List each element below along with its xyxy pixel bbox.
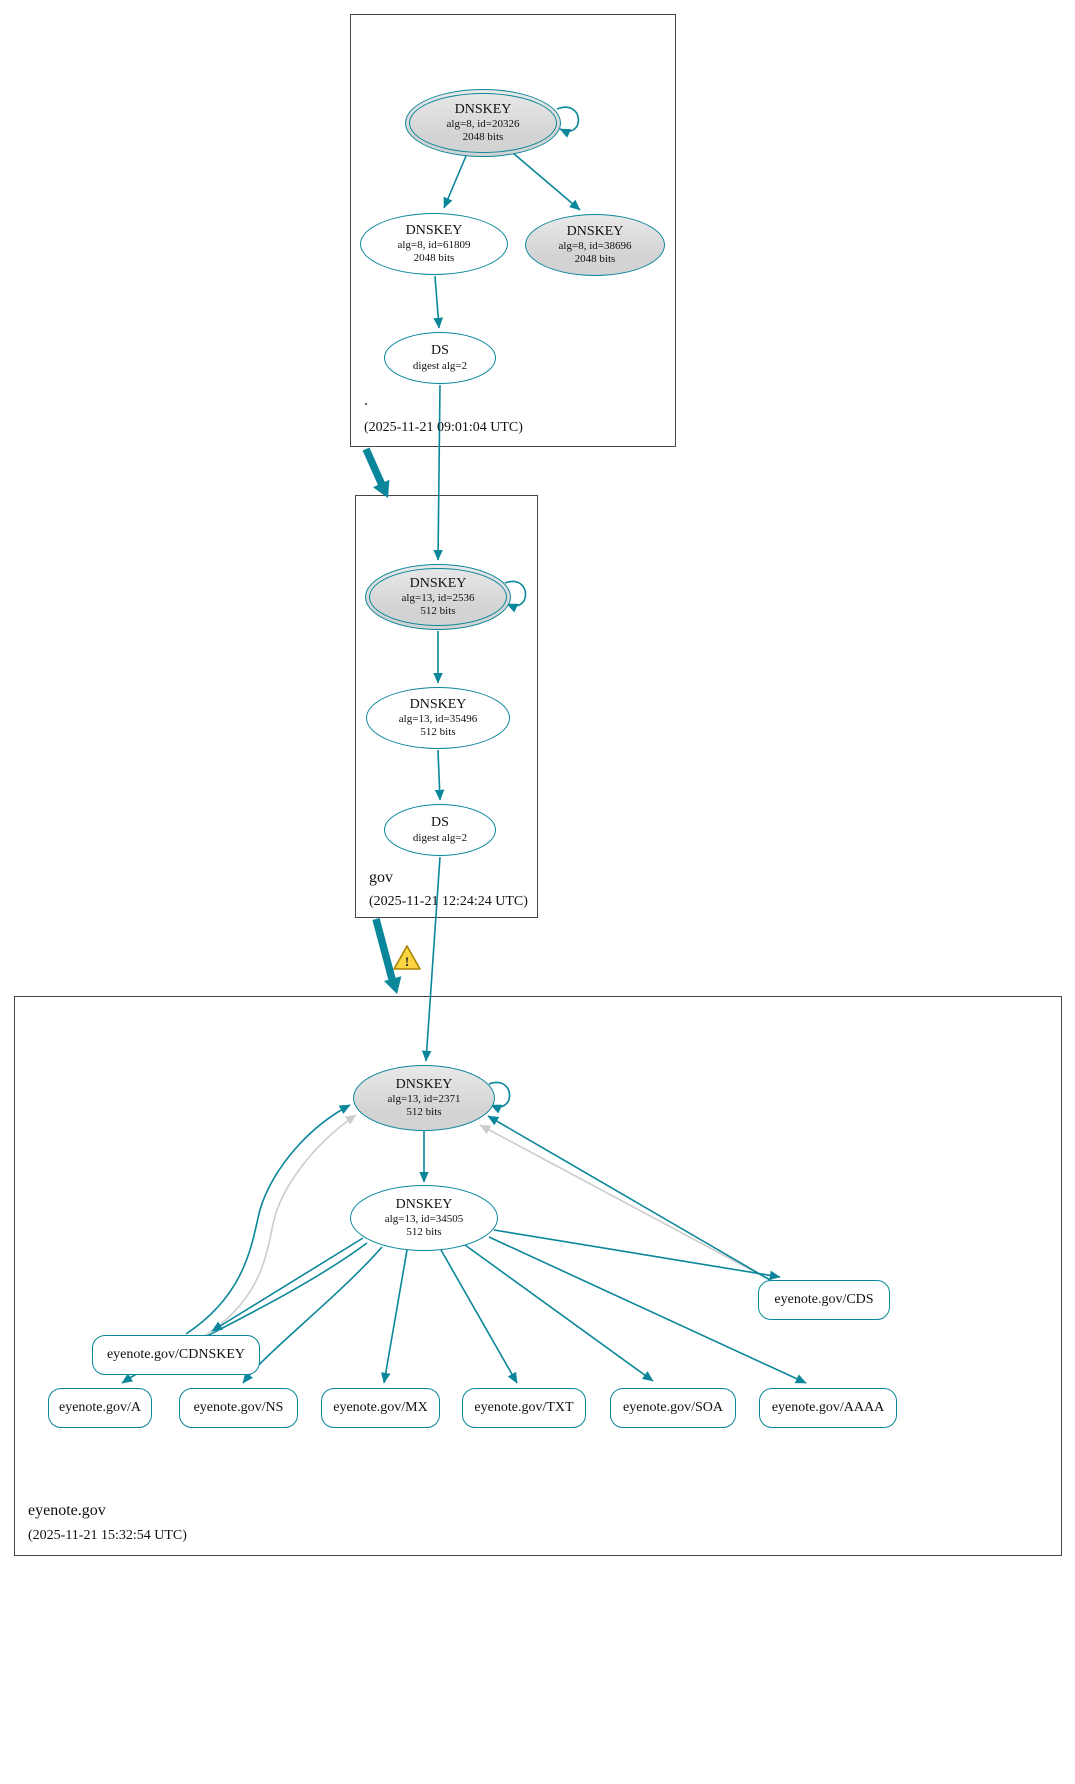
ds-gov[interactable]: DS digest alg=2 [384, 804, 496, 856]
dnskey-eyenote-ksk-2371[interactable]: DNSKEY alg=13, id=2371 512 bits [353, 1065, 495, 1131]
rrset-eyenote-soa[interactable]: eyenote.gov/SOA [610, 1388, 736, 1428]
edge-cdnskey-to-ksk-gray [203, 1114, 357, 1337]
edge-zsk-to-aaaa [488, 1236, 807, 1384]
edge-zsk-to-txt [440, 1249, 518, 1384]
warning-icon[interactable]: ! [393, 945, 421, 970]
dnskey-title: DNSKEY [395, 1076, 453, 1092]
edge-gov-ksk-selfsign [504, 580, 527, 613]
edge-zsk-to-soa [464, 1244, 654, 1382]
ds-title: DS [431, 343, 449, 359]
dnskey-detail: alg=8, id=61809 [397, 239, 471, 252]
dnskey-title: DNSKEY [409, 696, 467, 712]
edge-delegation-gov-eyenote [372, 918, 396, 980]
edge-root-ksk-to-ksk2 [512, 152, 581, 211]
zone-timestamp-gov: (2025-11-21 12:24:24 UTC) [369, 894, 528, 909]
edge-zsk-to-cds [493, 1229, 781, 1281]
edge-delegation-root-gov [362, 447, 386, 487]
dnskey-detail: alg=13, id=2371 [387, 1093, 461, 1106]
ds-detail: digest alg=2 [412, 359, 468, 372]
dnskey-gov-zsk-35496[interactable]: DNSKEY alg=13, id=35496 512 bits [366, 687, 510, 749]
dnskey-gov-ksk-2536[interactable]: DNSKEY alg=13, id=2536 512 bits [365, 564, 511, 630]
dnskey-detail: alg=13, id=2536 [401, 592, 475, 605]
edge-zsk-to-mx [381, 1249, 408, 1384]
dnskey-eyenote-zsk-34505[interactable]: DNSKEY alg=13, id=34505 512 bits [350, 1185, 498, 1251]
edge-root-ksk-selfsign [556, 106, 580, 138]
edge-root-ksk-to-zsk [443, 155, 467, 209]
rrset-eyenote-mx[interactable]: eyenote.gov/MX [321, 1388, 440, 1428]
rrset-eyenote-txt[interactable]: eyenote.gov/TXT [462, 1388, 586, 1428]
dnskey-root-ksk-20326[interactable]: DNSKEY alg=8, id=20326 2048 bits [405, 89, 561, 157]
dnskey-title: DNSKEY [405, 222, 463, 238]
dnskey-root-ksk-38696[interactable]: DNSKEY alg=8, id=38696 2048 bits [525, 214, 665, 276]
zone-label-gov: gov [369, 869, 393, 886]
dnskey-title: DNSKEY [409, 575, 467, 591]
zone-timestamp-eyenote: (2025-11-21 15:32:54 UTC) [28, 1528, 187, 1543]
rrset-eyenote-a[interactable]: eyenote.gov/A [48, 1388, 152, 1428]
dnskey-title: DNSKEY [395, 1196, 453, 1212]
edge-root-zsk-to-ds [433, 275, 444, 329]
dnskey-detail: alg=8, id=38696 [558, 240, 632, 253]
warning-glyph: ! [405, 954, 409, 969]
rrset-eyenote-cdnskey[interactable]: eyenote.gov/CDNSKEY [92, 1335, 260, 1375]
zone-timestamp-root: (2025-11-21 09:01:04 UTC) [364, 420, 523, 435]
ds-detail: digest alg=2 [412, 831, 468, 844]
warning-triangle [393, 945, 421, 970]
zone-label-root: . [364, 392, 368, 409]
edge-cds-to-ksk-gray [479, 1124, 784, 1288]
dnskey-detail: alg=8, id=20326 [446, 118, 520, 131]
dnskey-root-zsk-61809[interactable]: DNSKEY alg=8, id=61809 2048 bits [360, 213, 508, 275]
dnskey-detail: alg=13, id=34505 [384, 1213, 464, 1226]
dnskey-title: DNSKEY [454, 101, 512, 117]
edge-delegation-gov-eyenote-head [384, 976, 402, 994]
edge-delegation-root-gov-head [373, 479, 390, 498]
dnskey-title: DNSKEY [566, 223, 624, 239]
ds-root[interactable]: DS digest alg=2 [384, 332, 496, 384]
edge-gov-ds-to-eyenote-ksk [421, 856, 441, 1062]
dnskey-bits: 2048 bits [413, 252, 455, 265]
zone-box-gov [355, 495, 538, 918]
edge-root-ds-to-gov-ksk [433, 384, 443, 561]
zone-box-eyenote [14, 996, 1062, 1556]
dnskey-bits: 512 bits [420, 726, 456, 739]
edge-gov-zsk-to-ds [434, 749, 445, 801]
edge-cdnskey-to-ksk-secure [185, 1104, 351, 1335]
rrset-eyenote-aaaa[interactable]: eyenote.gov/AAAA [759, 1388, 897, 1428]
rrset-eyenote-cds[interactable]: eyenote.gov/CDS [758, 1280, 890, 1320]
dnskey-bits: 2048 bits [462, 131, 504, 144]
dnskey-detail: alg=13, id=35496 [398, 713, 478, 726]
edge-cds-to-ksk-secure [487, 1115, 771, 1281]
ds-title: DS [431, 815, 449, 831]
edge-zsk-to-ns [242, 1246, 383, 1384]
dnskey-bits: 512 bits [406, 1106, 442, 1119]
dnskey-bits: 512 bits [406, 1226, 442, 1239]
dnskey-bits: 2048 bits [574, 253, 616, 266]
zone-label-eyenote: eyenote.gov [28, 1502, 106, 1519]
edge-eyenote-ksk-selfsign [488, 1081, 511, 1114]
zone-box-root [350, 14, 676, 447]
dnskey-bits: 512 bits [420, 605, 456, 618]
rrset-eyenote-ns[interactable]: eyenote.gov/NS [179, 1388, 298, 1428]
edge-zsk-to-cdnskey [211, 1237, 364, 1332]
